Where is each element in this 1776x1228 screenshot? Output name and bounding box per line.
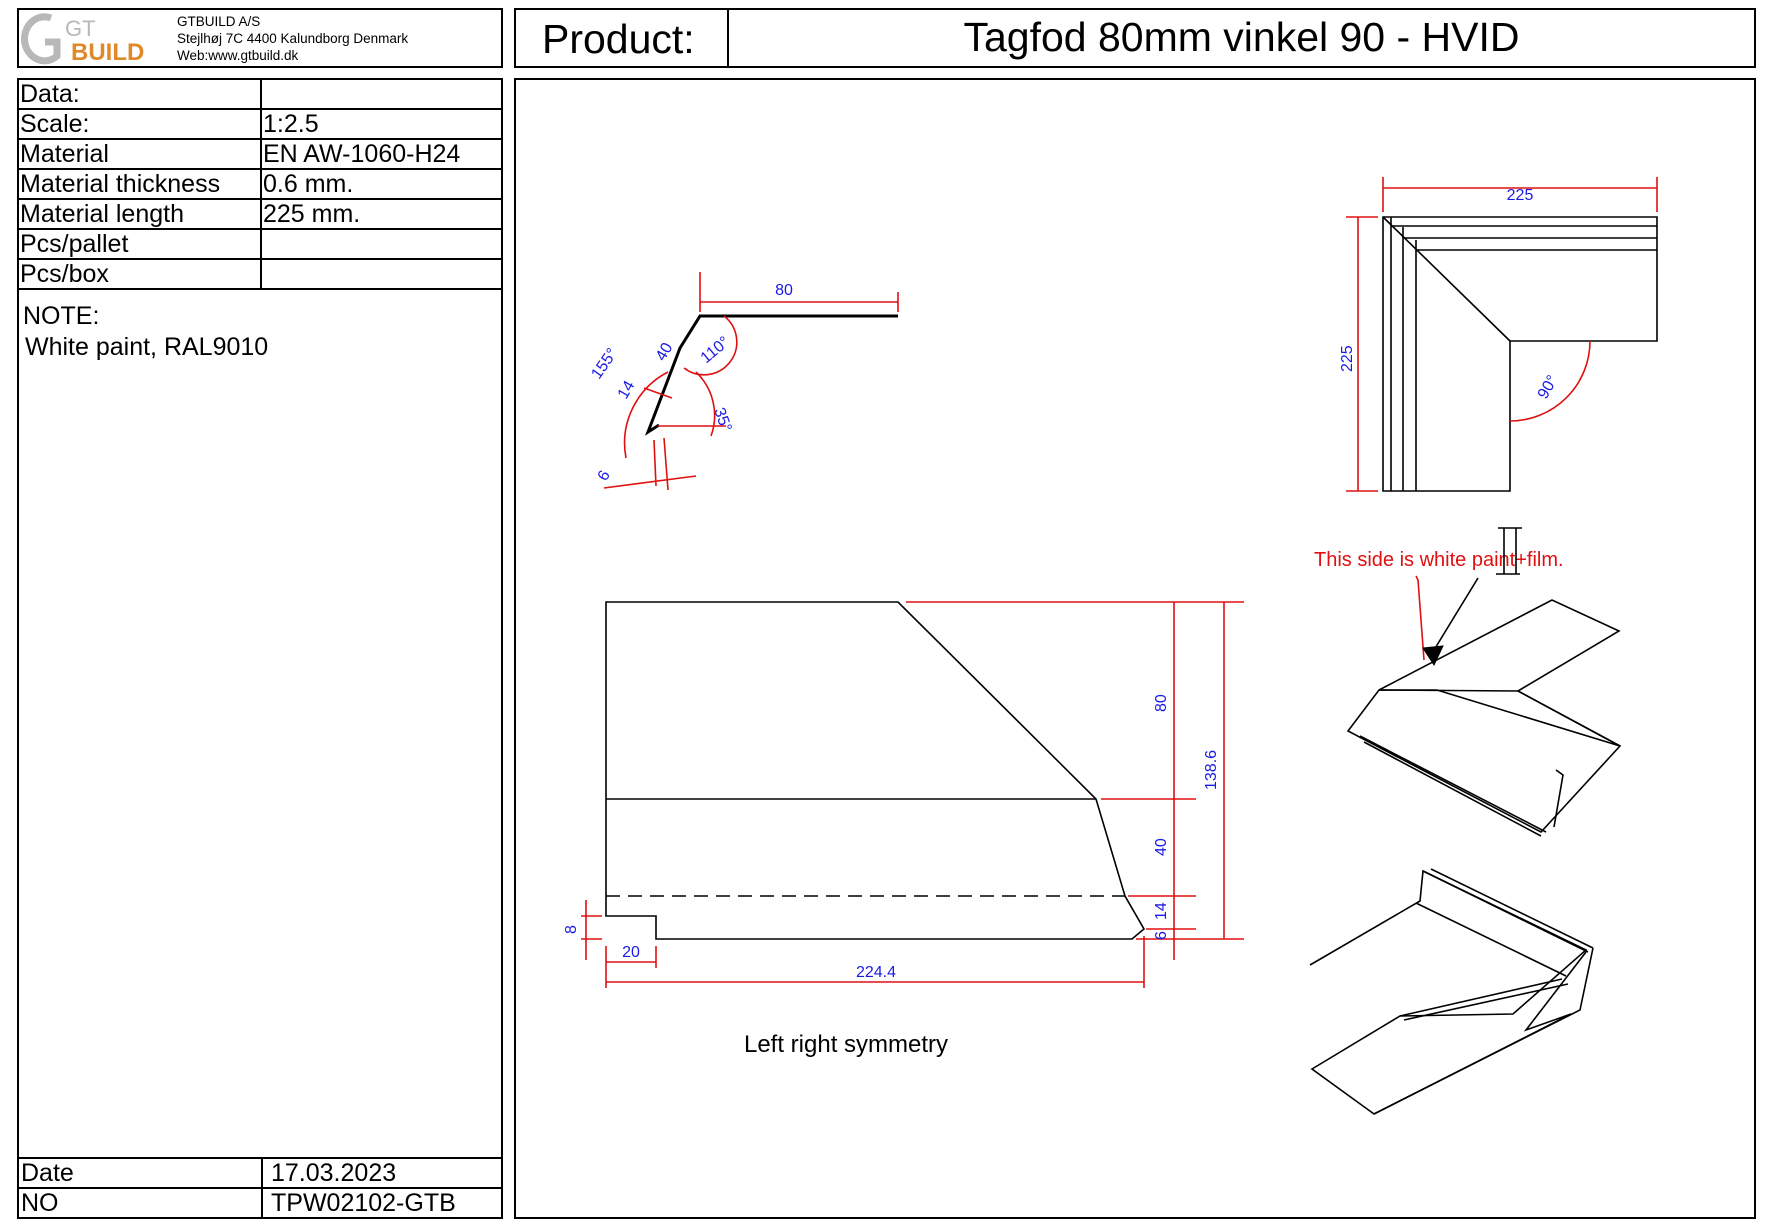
dim-profile-40: 40 bbox=[653, 340, 677, 364]
dim-flat-6: 6 bbox=[1153, 931, 1170, 940]
company-header: GT BUILD GTBUILD A/S Stejlhøj 7C 4400 Ka… bbox=[17, 8, 503, 68]
profile-outline bbox=[644, 314, 898, 436]
profile-section: 80 40 14 6 155° 110° 35° bbox=[588, 272, 899, 491]
paint-note: This side is white paint+film. bbox=[1314, 549, 1564, 571]
dim-top-height: 225 bbox=[1339, 345, 1356, 372]
company-name: GTBUILD A/S bbox=[177, 14, 261, 29]
dim-profile-110deg: 110° bbox=[698, 334, 733, 368]
spec-value: 225 mm. bbox=[261, 199, 501, 230]
spec-key: Material bbox=[19, 139, 262, 170]
note-label: NOTE: bbox=[23, 302, 100, 330]
dim-profile-80: 80 bbox=[775, 282, 793, 299]
spec-value: 1:2.5 bbox=[261, 109, 501, 140]
spec-value: 0.6 mm. bbox=[261, 169, 501, 200]
spec-value: EN AW-1060-H24 bbox=[261, 139, 501, 170]
svg-text:BUILD: BUILD bbox=[71, 39, 144, 66]
top-view: 225 225 90° bbox=[1339, 177, 1658, 492]
spec-key: Pcs/box bbox=[19, 259, 262, 290]
spec-key: Pcs/pallet bbox=[19, 229, 262, 260]
flat-pattern-outline bbox=[605, 601, 1146, 940]
dim-profile-14: 14 bbox=[615, 378, 639, 402]
dim-flat-40: 40 bbox=[1153, 838, 1170, 856]
spec-value bbox=[261, 229, 501, 260]
technical-drawing: 80 40 14 6 155° 110° 35° 225 225 90° bbox=[563, 177, 1658, 1115]
product-header: Product: Tagfod 80mm vinkel 90 - HVID bbox=[514, 8, 1756, 68]
date-label: Date bbox=[19, 1157, 263, 1188]
spec-row: Scale:1:2.5 bbox=[19, 109, 501, 140]
spec-value bbox=[261, 259, 501, 290]
isometric-bottom bbox=[1309, 868, 1594, 1115]
spec-value bbox=[261, 80, 501, 110]
dim-flat-20: 20 bbox=[622, 944, 640, 961]
product-title: Tagfod 80mm vinkel 90 - HVID bbox=[963, 14, 1520, 60]
spec-row: Pcs/pallet bbox=[19, 229, 501, 260]
spec-key: Material length bbox=[19, 199, 262, 230]
dim-flat-80: 80 bbox=[1153, 694, 1170, 712]
product-divider bbox=[727, 10, 729, 66]
spec-row: Pcs/box bbox=[19, 259, 501, 290]
dim-flat-total-width: 224.4 bbox=[856, 964, 896, 981]
drawing-panel: 80 40 14 6 155° 110° 35° 225 225 90° bbox=[514, 78, 1756, 1219]
dim-flat-8: 8 bbox=[563, 925, 580, 934]
dim-top-width: 225 bbox=[1507, 187, 1534, 204]
dim-profile-6: 6 bbox=[595, 468, 614, 484]
spec-row: Data: bbox=[19, 80, 501, 110]
number-label: NO bbox=[19, 1187, 263, 1217]
spec-key: Data: bbox=[19, 80, 262, 110]
spec-key: Scale: bbox=[19, 109, 262, 140]
company-web: Web:www.gtbuild.dk bbox=[177, 48, 299, 63]
company-info: GTBUILD A/S Stejlhøj 7C 4400 Kalundborg … bbox=[177, 13, 408, 64]
dim-top-90deg: 90° bbox=[1535, 373, 1562, 402]
svg-text:GT: GT bbox=[65, 16, 96, 41]
flat-pattern: 80 40 14 6 138.6 8 20 224.4 Left right s… bbox=[563, 601, 1244, 1058]
dim-profile-155deg: 155° bbox=[588, 345, 621, 382]
note-text: White paint, RAL9010 bbox=[25, 333, 269, 361]
company-address: Stejlhøj 7C 4400 Kalundborg Denmark bbox=[177, 31, 409, 46]
product-label: Product: bbox=[542, 16, 695, 62]
gtbuild-logo: GT BUILD bbox=[21, 13, 144, 66]
date-value: 17.03.2023 bbox=[262, 1157, 501, 1188]
dim-flat-total-height: 138.6 bbox=[1203, 750, 1220, 790]
number-value: TPW02102-GTB bbox=[262, 1187, 501, 1217]
dim-profile-35deg: 35° bbox=[710, 406, 734, 435]
symmetry-note: Left right symmetry bbox=[744, 1031, 948, 1058]
isometric-top: This side is white paint+film. bbox=[1314, 527, 1622, 837]
dim-flat-14: 14 bbox=[1153, 902, 1170, 920]
spec-key: Material thickness bbox=[19, 169, 262, 200]
